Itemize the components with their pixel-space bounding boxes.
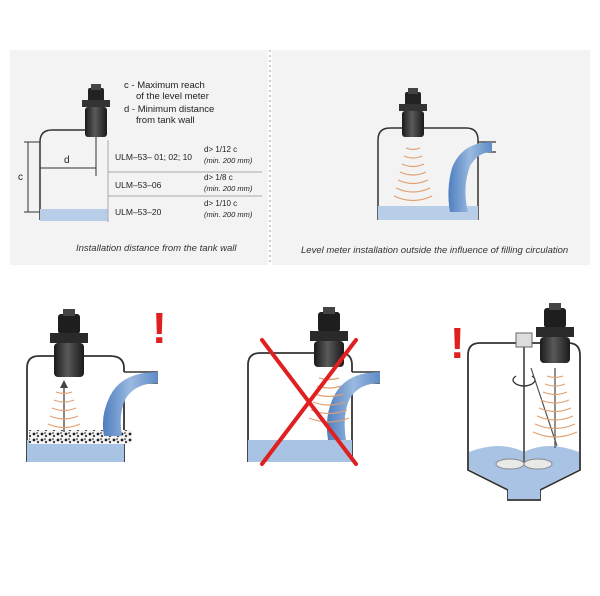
filling-circulation-diagram: Level meter installation outside the inf… xyxy=(301,88,568,256)
foam-surface-diagram: ! xyxy=(26,304,167,462)
table-row-note: (min. 200 mm) xyxy=(204,210,253,219)
ultrasonic-waves xyxy=(47,391,81,429)
panel-left-background xyxy=(10,50,268,265)
stirrer-blade xyxy=(495,458,525,470)
table-row-requirement: d> 1/12 c xyxy=(204,145,237,154)
level-meter-sensor xyxy=(399,88,427,137)
level-meter-sensor xyxy=(50,309,88,377)
stirrer-motor xyxy=(515,332,533,348)
table-row-model: ULM–53– 01; 02; 10 xyxy=(115,152,192,162)
reflection-path xyxy=(530,367,558,447)
level-meter-sensor xyxy=(82,84,110,137)
tank-outline xyxy=(39,129,100,220)
legend-d: d - Minimum distance xyxy=(124,104,214,115)
filling-stream xyxy=(326,372,380,440)
legend-d-cont: from tank wall xyxy=(136,115,195,126)
table-row-note: (min. 200 mm) xyxy=(204,156,253,165)
caption-right: Level meter installation outside the inf… xyxy=(301,245,568,256)
distance-table: ULM–53– 01; 02; 10 d> 1/12 c (min. 200 m… xyxy=(107,140,262,222)
table-row-model: ULM–53–06 xyxy=(115,180,162,190)
installation-distance-diagram: c d c - Maximum reach of the level meter… xyxy=(18,80,262,254)
tank-outline xyxy=(247,352,353,462)
filling-stream xyxy=(102,372,158,436)
stirrer-tank-diagram: ! xyxy=(450,303,581,501)
legend-c: c - Maximum reach xyxy=(124,80,205,91)
tank-outline xyxy=(377,127,479,220)
water-surface xyxy=(40,209,108,221)
table-row-requirement: d> 1/10 c xyxy=(204,199,237,208)
legend-c-cont: of the level meter xyxy=(136,91,209,102)
ultrasonic-waves xyxy=(532,375,578,438)
panel-right-background xyxy=(272,50,590,265)
cross-mark xyxy=(260,338,358,466)
table-row-note: (min. 200 mm) xyxy=(204,184,253,193)
dimension-d-label: d xyxy=(64,155,70,166)
caption-left: Installation distance from the tank wall xyxy=(76,243,237,254)
warning-mark: ! xyxy=(450,319,465,368)
stirrer-blade xyxy=(523,458,553,470)
water-surface xyxy=(27,440,124,462)
dimension-c-label: c xyxy=(18,172,23,183)
filling-stream xyxy=(448,142,492,212)
liquid-surface xyxy=(469,446,579,499)
table-row-requirement: d> 1/8 c xyxy=(204,173,233,182)
incorrect-installation-diagram xyxy=(247,307,380,466)
table-row-model: ULM–53–20 xyxy=(115,207,162,217)
warning-mark: ! xyxy=(152,304,167,353)
level-meter-sensor xyxy=(536,303,574,363)
ultrasonic-waves xyxy=(393,147,433,202)
level-meter-sensor xyxy=(310,307,348,367)
